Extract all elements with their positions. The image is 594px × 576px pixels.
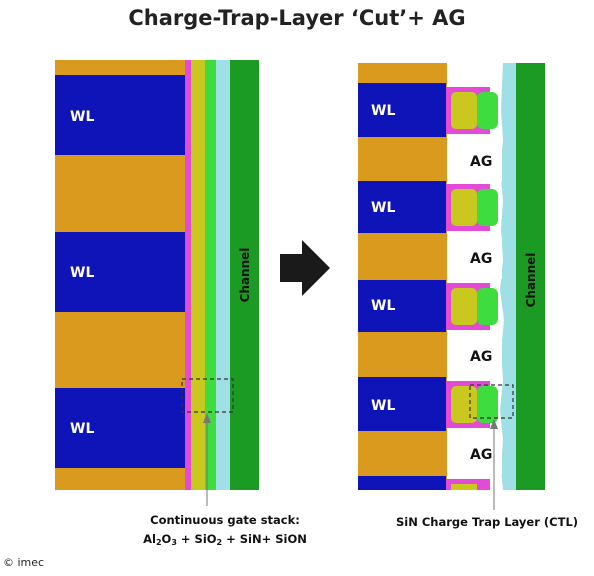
right-structure: WL AG WL AG WL AG WL AG: [358, 63, 545, 510]
left-channel-label: Channel: [238, 248, 252, 303]
left-caption-al: Al: [143, 532, 156, 546]
left-leader-arrowhead: [203, 413, 211, 423]
right-cell-1-trap: [451, 92, 477, 129]
right-wl-label-4: WL: [371, 398, 395, 414]
left-channel: [230, 60, 259, 490]
right-cell-4-tunnel: [477, 386, 498, 423]
left-caption-o: O: [161, 532, 172, 546]
left-structure: WL WL WL Channel: [55, 60, 259, 506]
right-ag-label-2: AG: [470, 251, 492, 267]
left-wl-label-2: WL: [70, 265, 94, 281]
left-caption-rest: + SiN+ SiON: [222, 532, 307, 546]
right-cell-1-tunnel: [477, 92, 498, 129]
left-wordline-3: [55, 388, 185, 468]
right-leader-arrowhead: [490, 419, 498, 429]
right-wl-label-2: WL: [371, 200, 395, 216]
right-arrow-icon: [280, 240, 330, 296]
right-cell-5-trap: [451, 484, 477, 490]
left-caption-al-sub2: 3: [171, 538, 177, 547]
right-cell-3-trap: [451, 288, 477, 325]
right-cell-2-tunnel: [477, 189, 498, 226]
left-wordline-1: [55, 75, 185, 155]
right-caption: SiN Charge Trap Layer (CTL): [396, 515, 579, 529]
right-channel-label: Channel: [524, 253, 538, 308]
right-cell-2-trap: [451, 189, 477, 226]
right-ag-label-4: AG: [470, 447, 492, 463]
right-wordline-4: [358, 377, 446, 431]
left-caption: Continuous gate stack: Al2O3 + SiO2 + Si…: [105, 511, 345, 552]
right-wordline-3: [358, 280, 446, 332]
left-caption-al-sub1: 2: [155, 538, 162, 547]
right-airgap-3: [452, 335, 502, 377]
page-title: Charge-Trap-Layer ‘Cut’+ AG: [128, 6, 466, 30]
copyright-notice: © imec: [3, 556, 45, 569]
right-wl-label-3: WL: [371, 298, 395, 314]
right-wordline-2: [358, 181, 446, 233]
right-wordline-5: [358, 476, 446, 490]
left-caption-line1: Continuous gate stack:: [150, 513, 300, 527]
left-blocking-layer: [185, 60, 191, 490]
right-wordline-1: [358, 83, 446, 137]
right-wl-label-1: WL: [371, 103, 395, 119]
right-cell-3-tunnel: [477, 288, 498, 325]
right-airgap-1: [452, 140, 502, 182]
left-caption-sio-sub: 2: [216, 538, 223, 547]
left-caption-sio: + SiO: [176, 532, 217, 546]
left-trap-layer: [191, 60, 205, 490]
left-liner-layer: [216, 60, 230, 490]
right-ag-label-1: AG: [470, 154, 492, 170]
left-wl-label-1: WL: [70, 109, 94, 125]
left-wl-label-3: WL: [70, 421, 94, 437]
left-wordline-2: [55, 232, 185, 312]
right-airgap-2: [452, 237, 502, 279]
left-caption-line2: Al2O3 + SiO2 + SiN+ SiON: [105, 530, 345, 552]
left-tunnel-layer: [205, 60, 216, 490]
right-liner-layer: [500, 63, 516, 490]
right-channel: [516, 63, 545, 490]
right-ag-label-3: AG: [470, 349, 492, 365]
right-highlight-box: [469, 384, 514, 419]
